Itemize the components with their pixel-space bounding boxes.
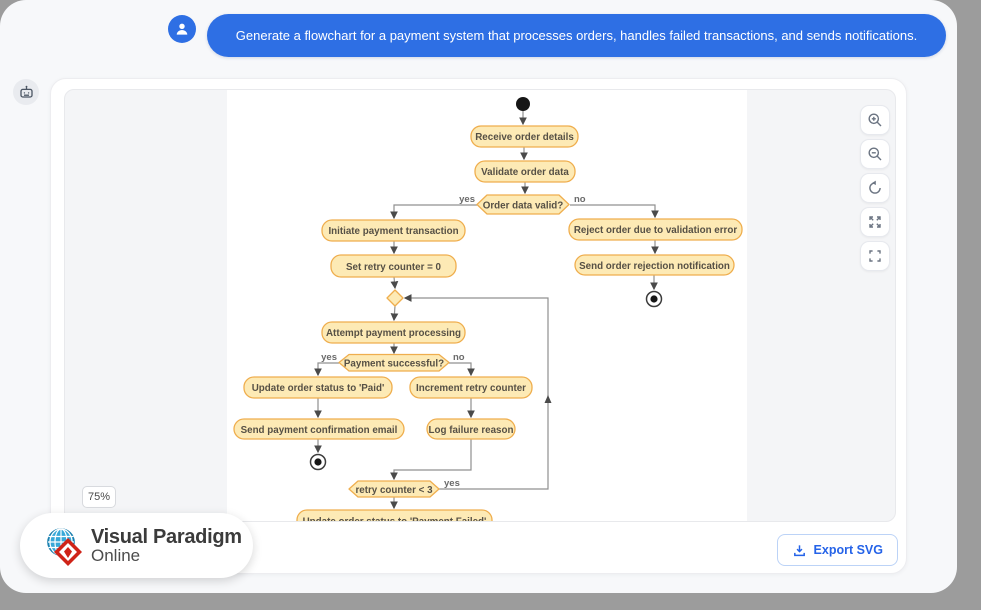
reset-icon	[869, 180, 881, 194]
svg-text:Send order rejection notificat: Send order rejection notification	[579, 261, 730, 272]
zoom-in-icon	[868, 113, 882, 127]
svg-text:Validate order data: Validate order data	[481, 167, 569, 178]
result-card: Receive order details Validate order dat…	[50, 78, 907, 574]
flow-merge-diamond	[386, 289, 404, 307]
flow-node-receive-order-details: Receive order details	[470, 125, 579, 148]
robot-icon	[19, 85, 33, 98]
svg-text:Update order status to 'Paymen: Update order status to 'Payment Failed'	[303, 517, 487, 522]
flow-node-initiate-payment-transaction: Initiate payment transaction	[321, 219, 466, 242]
flow-node-send-order-rejection-notification: Send order rejection notification	[574, 254, 735, 276]
expand-button[interactable]	[860, 207, 890, 237]
brand-text: Visual Paradigm Online	[91, 525, 242, 566]
svg-text:Payment successful?: Payment successful?	[344, 359, 444, 370]
svg-text:Reject order due to validation: Reject order due to validation error	[574, 225, 738, 236]
svg-text:yes: yes	[444, 478, 460, 489]
flowchart-svg: Receive order details Validate order dat…	[227, 90, 747, 522]
visual-paradigm-globe-icon	[47, 527, 82, 566]
fullscreen-icon	[869, 250, 881, 262]
brand-name: Visual Paradigm	[91, 525, 242, 548]
fullscreen-button[interactable]	[860, 241, 890, 271]
user-icon	[176, 23, 188, 35]
flow-node-send-payment-confirmation-email: Send payment confirmation email	[233, 418, 405, 440]
svg-text:Attempt payment processing: Attempt payment processing	[326, 328, 461, 339]
brand-subtitle: Online	[91, 546, 141, 566]
flow-decision-payment-successful: Payment successful?	[338, 353, 450, 372]
flow-node-update-order-status-failed: Update order status to 'Payment Failed'	[296, 509, 493, 522]
export-svg-button[interactable]: Export SVG	[776, 534, 898, 566]
download-icon	[793, 544, 805, 556]
svg-text:Increment retry counter: Increment retry counter	[416, 383, 526, 394]
svg-text:no: no	[574, 194, 586, 205]
flow-start-node	[516, 97, 530, 111]
svg-text:Send payment confirmation emai: Send payment confirmation email	[241, 425, 398, 436]
user-avatar	[168, 15, 196, 43]
zoom-in-button[interactable]	[860, 105, 890, 135]
svg-text:Initiate payment transaction: Initiate payment transaction	[328, 226, 458, 237]
diagram-paper	[227, 90, 747, 521]
flow-node-reject-order: Reject order due to validation error	[568, 218, 743, 241]
svg-text:Log failure reason: Log failure reason	[429, 425, 514, 436]
svg-text:Update order status to 'Paid': Update order status to 'Paid'	[252, 383, 385, 394]
flow-end-node-rejected	[645, 290, 663, 308]
flow-node-log-failure-reason: Log failure reason	[426, 418, 516, 440]
flow-decision-order-data-valid: Order data valid?	[476, 194, 570, 215]
loop-up-arrowhead	[544, 395, 552, 403]
flow-edge-labels: yes no yes no yes	[321, 194, 586, 489]
reset-view-button[interactable]	[860, 173, 890, 203]
flow-node-set-retry-counter: Set retry counter = 0	[330, 254, 457, 278]
flow-decision-retry-counter: retry counter < 3	[348, 480, 440, 498]
visual-paradigm-logo[interactable]: Visual Paradigm Online	[20, 513, 253, 578]
svg-text:Order data valid?: Order data valid?	[483, 201, 564, 212]
flow-node-increment-retry-counter: Increment retry counter	[409, 376, 533, 399]
user-message-text: Generate a flowchart for a payment syste…	[235, 28, 918, 43]
flow-node-update-order-status-paid: Update order status to 'Paid'	[243, 376, 393, 399]
zoom-out-button[interactable]	[860, 139, 890, 169]
svg-text:Set retry counter = 0: Set retry counter = 0	[346, 262, 442, 273]
svg-text:yes: yes	[459, 194, 475, 205]
flow-node-attempt-payment-processing: Attempt payment processing	[321, 321, 466, 344]
zoom-out-icon	[868, 147, 882, 161]
expand-icon	[869, 216, 881, 228]
export-svg-label: Export SVG	[813, 543, 883, 557]
svg-text:yes: yes	[321, 352, 337, 363]
zoom-level-badge: 75%	[82, 486, 117, 508]
viewer-toolbar	[860, 105, 890, 271]
flow-end-node-paid	[309, 453, 327, 471]
svg-text:no: no	[453, 352, 465, 363]
ai-assistant-avatar	[13, 79, 39, 105]
svg-text:Receive order details: Receive order details	[475, 132, 574, 143]
flow-edges	[314, 111, 659, 510]
user-message-bubble: Generate a flowchart for a payment syste…	[207, 14, 946, 57]
svg-text:retry counter < 3: retry counter < 3	[355, 485, 433, 496]
diagram-canvas[interactable]: Receive order details Validate order dat…	[64, 89, 896, 522]
flow-node-validate-order-data: Validate order data	[474, 160, 576, 183]
